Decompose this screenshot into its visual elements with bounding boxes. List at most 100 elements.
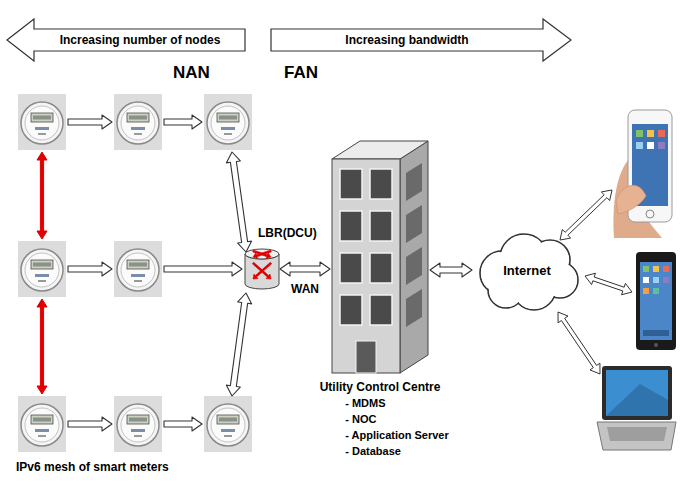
app-icon — [663, 266, 669, 272]
building-window — [340, 295, 362, 325]
network-tier-label: NAN — [173, 63, 210, 82]
building-door — [356, 341, 376, 373]
router-arrow-mark — [253, 262, 272, 279]
cloud-fill — [489, 273, 523, 307]
building-window — [406, 163, 422, 201]
building-window — [406, 247, 422, 285]
app-icon — [643, 288, 649, 294]
router-arrow-mark — [253, 250, 271, 259]
band-label: Increasing number of nodes — [60, 33, 221, 47]
smart-meter — [114, 241, 162, 297]
building-window — [340, 211, 362, 241]
mesh-link-arrow — [226, 293, 251, 396]
smart-meter — [18, 396, 66, 452]
app-icon — [658, 142, 665, 149]
keyboard — [607, 427, 667, 441]
home-button — [654, 343, 658, 347]
meter-link-red-arrow — [37, 299, 47, 394]
mesh-link-arrow — [226, 152, 251, 252]
router-symbol — [244, 247, 280, 291]
app-icon — [653, 266, 659, 272]
smart-meter — [18, 94, 66, 150]
app-icon — [653, 277, 659, 283]
centre-heading: Utility Control Centre — [311, 379, 449, 395]
building-window — [340, 169, 362, 199]
building-picture — [330, 135, 430, 375]
mesh-link-arrow — [164, 262, 242, 276]
centre-list-item: - Database — [311, 443, 449, 459]
arrow-band-shape — [7, 19, 245, 61]
laptop-lid — [602, 366, 672, 420]
app-icon — [647, 130, 654, 137]
building-window — [370, 253, 392, 283]
router-arrow-mark — [253, 250, 271, 259]
label-holder: IPv6 mesh of smart meters — [16, 457, 169, 475]
smart-meter — [18, 241, 66, 297]
arrow-band-shape — [271, 19, 571, 61]
mesh-links — [37, 115, 632, 431]
building-window — [406, 289, 422, 327]
label-holder: FAN — [284, 63, 318, 83]
router-label: LBR(DCU) — [258, 226, 317, 241]
figure-note: IPv6 mesh of smart meters — [16, 460, 169, 474]
app-icon — [647, 142, 654, 149]
link-label-holder: WAN — [289, 279, 321, 297]
app-icon — [636, 130, 643, 137]
device-link-arrow — [560, 190, 612, 240]
app-icon — [643, 266, 649, 272]
smart-meter — [204, 396, 252, 452]
home-button — [646, 210, 654, 218]
mesh-link-arrow — [164, 417, 202, 431]
laptop-base — [597, 422, 676, 450]
tablet-picture — [636, 252, 676, 350]
screen-wallpaper — [606, 384, 668, 416]
router-arrow-mark — [252, 262, 271, 279]
router-top — [245, 249, 279, 259]
mesh-link-arrow — [68, 115, 112, 129]
smart-meter — [114, 396, 162, 452]
building-window — [370, 211, 392, 241]
smart-meter — [114, 94, 162, 150]
mesh-link-arrow — [68, 262, 112, 276]
building-side — [400, 141, 428, 373]
centre-list-item: - MDMS — [311, 395, 449, 411]
device-link-arrow — [558, 312, 600, 374]
device-link-arrow — [585, 273, 632, 295]
smart-meter — [204, 94, 252, 150]
smartphone-picture — [614, 110, 672, 238]
building-window — [406, 205, 422, 243]
dock — [643, 330, 669, 336]
tablet-body — [636, 252, 676, 350]
centre-list-item: - Application Server — [311, 427, 449, 443]
network-link-arrow — [430, 263, 472, 277]
direction-arrow-band: Increasing number of nodes — [6, 18, 246, 62]
thumb — [616, 185, 646, 214]
building-window — [370, 169, 392, 199]
app-icon — [643, 277, 649, 283]
network-tier-label: FAN — [284, 63, 318, 82]
band-label: Increasing bandwidth — [345, 33, 468, 47]
building-front — [332, 159, 400, 373]
app-icon — [636, 142, 643, 149]
link-label: WAN — [291, 282, 319, 296]
app-icon — [663, 277, 669, 283]
building-window — [340, 253, 362, 283]
control-centre-node: Utility Control Centre- MDMS- NOC- Appli… — [311, 135, 449, 459]
laptop-picture — [597, 366, 676, 450]
direction-arrow-band: Increasing bandwidth — [270, 18, 572, 62]
tablet-screen — [640, 262, 672, 340]
app-icon — [653, 288, 659, 294]
laptop-screen — [606, 370, 668, 416]
mesh-link-arrow — [68, 417, 112, 431]
cloud-label: Internet — [503, 263, 551, 278]
internet-cloud: Internet — [472, 228, 582, 312]
app-icon — [658, 130, 665, 137]
mesh-link-arrow — [164, 115, 202, 129]
network-link-arrow — [280, 262, 330, 276]
meter-link-red-arrow — [37, 152, 47, 239]
building-window — [370, 295, 392, 325]
building-top — [332, 141, 428, 159]
